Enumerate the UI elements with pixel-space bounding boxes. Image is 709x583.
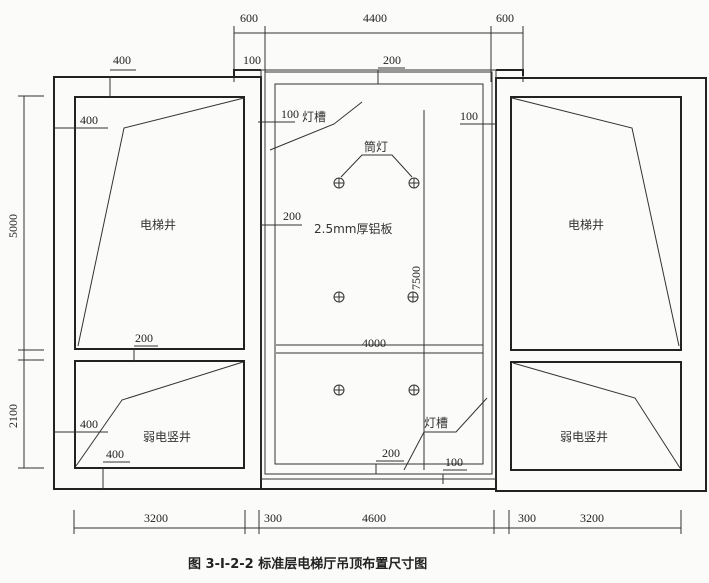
dim-offset-top-left: 100 — [243, 53, 261, 67]
dim-top-600-left: 600 — [240, 11, 258, 25]
downlight-icons — [333, 177, 420, 396]
figure-caption: 图 3-Ⅰ-2-2 标准层电梯厅吊顶布置尺寸图 — [188, 556, 427, 572]
dim-left-2100: 2100 — [6, 404, 20, 428]
left-weak-current-label: 弱电竖井 — [143, 430, 191, 444]
dim-panel-left: 200 — [283, 209, 301, 223]
dim-wall-top: 400 — [113, 53, 131, 67]
downlight-icon — [407, 291, 419, 303]
left-weak-current-shaft — [74, 360, 245, 469]
right-block: 电梯井 弱电竖井 — [495, 69, 707, 492]
dim-bottom-4600: 4600 — [362, 511, 386, 525]
aluminum-panel-label: 2.5mm厚铝板 — [314, 221, 392, 236]
lobby-ceiling: 4000 7500 筒灯 2.5mm厚铝板 灯槽 灯槽 — [260, 69, 497, 490]
left-elevator-shaft — [74, 96, 245, 350]
dim-inner-height: 7500 — [409, 266, 423, 290]
right-elevator-shaft — [510, 96, 682, 351]
dim-bottom-3200-right: 3200 — [580, 511, 604, 525]
dim-trough-left: 100 — [281, 107, 299, 121]
light-trough-label-bottom: 灯槽 — [424, 416, 448, 430]
dim-top-4400: 4400 — [363, 11, 387, 25]
dim-shaft-gap: 200 — [135, 331, 153, 345]
downlight-icon — [333, 177, 345, 189]
dim-bottom-300-right: 300 — [518, 511, 536, 525]
dim-wall-side: 400 — [80, 113, 98, 127]
dim-wall-lower-side: 400 — [80, 417, 98, 431]
right-weak-current-shaft — [510, 361, 682, 471]
downlight-icon — [333, 384, 345, 396]
left-block: 电梯井 弱电竖井 — [53, 69, 262, 490]
dim-trough-right: 100 — [460, 109, 478, 123]
downlight-icon — [408, 177, 420, 189]
dim-bottom-3200-left: 3200 — [144, 511, 168, 525]
dim-top-600-right: 600 — [496, 11, 514, 25]
dim-bottom-300-left: 300 — [264, 511, 282, 525]
downlight-icon — [408, 384, 420, 396]
right-elevator-shaft-label: 电梯井 — [568, 218, 604, 232]
dim-trough-bottom: 200 — [382, 446, 400, 460]
dim-inner-width: 4000 — [362, 336, 386, 350]
light-trough-label-top: 灯槽 — [302, 110, 326, 124]
left-elevator-shaft-label: 电梯井 — [140, 218, 176, 232]
top-dimension: 600 4400 600 — [233, 11, 524, 82]
bottom-dimension: 3200 300 4600 300 3200 — [73, 510, 682, 534]
downlight-icon — [333, 291, 345, 303]
downlight-label: 筒灯 — [364, 139, 388, 154]
left-dimension: 5000 2100 — [6, 95, 44, 469]
right-weak-current-label: 弱电竖井 — [560, 430, 608, 444]
detail-dimensions: 400 400 100 200 100 100 200 200 400 400 … — [54, 53, 496, 489]
dim-wall-bottom: 400 — [106, 447, 124, 461]
dim-left-5000: 5000 — [6, 214, 20, 238]
dim-offset-bottom: 100 — [445, 455, 463, 469]
dim-trough-top: 200 — [383, 53, 401, 67]
